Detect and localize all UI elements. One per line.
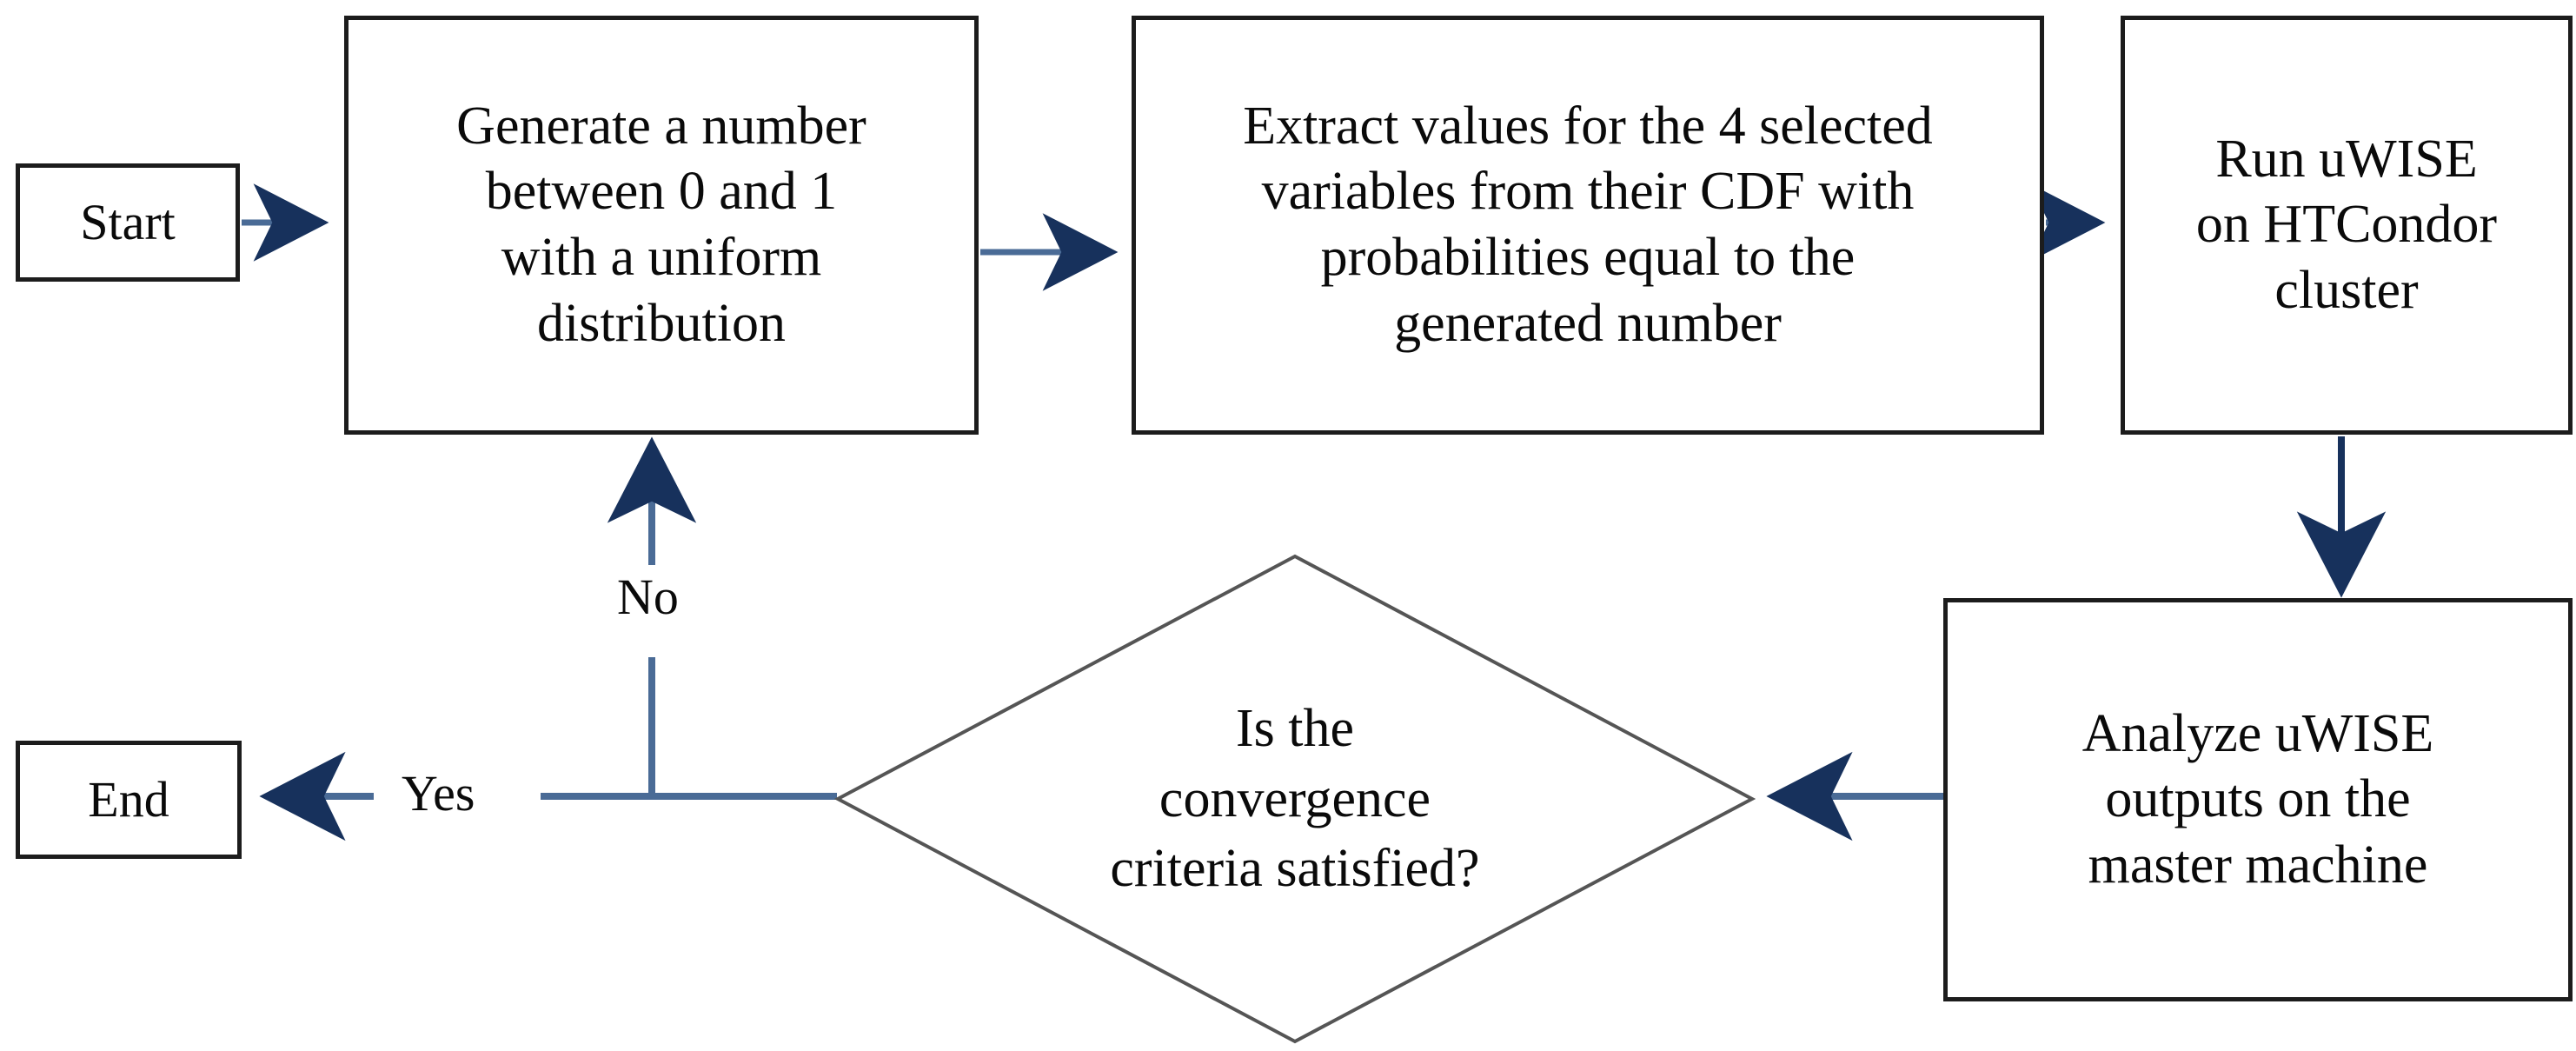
node-analyze-outputs-label: Analyze uWISE outputs on the master mach… bbox=[2081, 703, 2434, 895]
node-end-label: End bbox=[88, 770, 169, 828]
node-start[interactable]: Start bbox=[16, 163, 240, 282]
node-generate-number-label: Generate a number between 0 and 1 with a… bbox=[456, 96, 866, 353]
node-run-uwise[interactable]: Run uWISE on HTCondor cluster bbox=[2121, 16, 2573, 435]
node-analyze-outputs[interactable]: Analyze uWISE outputs on the master mach… bbox=[1943, 598, 2573, 1001]
decision-diamond-shape bbox=[834, 554, 1756, 1044]
node-run-uwise-label: Run uWISE on HTCondor cluster bbox=[2195, 129, 2498, 320]
edge-label-no: No bbox=[608, 572, 687, 622]
edge-label-yes: Yes bbox=[393, 768, 484, 819]
node-start-label: Start bbox=[80, 193, 176, 250]
node-decision-convergence[interactable]: Is the convergence criteria satisfied? bbox=[834, 553, 1756, 1045]
node-generate-number[interactable]: Generate a number between 0 and 1 with a… bbox=[344, 16, 979, 435]
node-end[interactable]: End bbox=[16, 741, 242, 859]
node-extract-values-label: Extract values for the 4 selected variab… bbox=[1243, 96, 1933, 353]
node-extract-values[interactable]: Extract values for the 4 selected variab… bbox=[1132, 16, 2044, 435]
